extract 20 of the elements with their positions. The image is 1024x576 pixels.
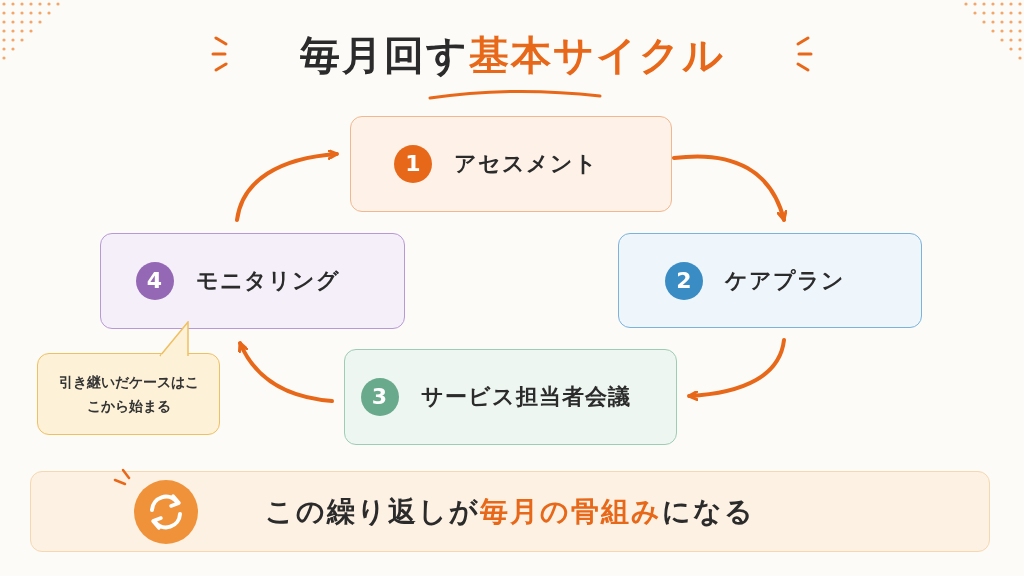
step-label: モニタリング: [195, 267, 340, 295]
title: 毎月回す基本サイクル: [299, 32, 725, 78]
cycle-arrow: [687, 338, 786, 401]
step-label: アセスメント: [454, 150, 598, 178]
cycle-arrow: [235, 149, 339, 222]
number-badge: 3: [360, 378, 399, 416]
step-box: [618, 233, 922, 328]
cycle-arrow: [238, 341, 334, 403]
step-box: [344, 349, 677, 445]
number-badge: 1: [394, 145, 432, 183]
step-box: [100, 233, 405, 329]
step-box: [350, 116, 672, 212]
step-label: サービス担当者会議: [420, 383, 631, 411]
summary-text: この繰り返しが毎月の骨組みになる: [265, 493, 755, 530]
number-badge: 2: [665, 261, 703, 300]
summary-banner: [30, 471, 990, 552]
step-label: ケアプラン: [725, 266, 845, 295]
cycle-arrow: [672, 154, 787, 222]
number-badge: 4: [135, 262, 174, 300]
callout-text: 引き継いだケースはここから始まる: [58, 373, 199, 416]
